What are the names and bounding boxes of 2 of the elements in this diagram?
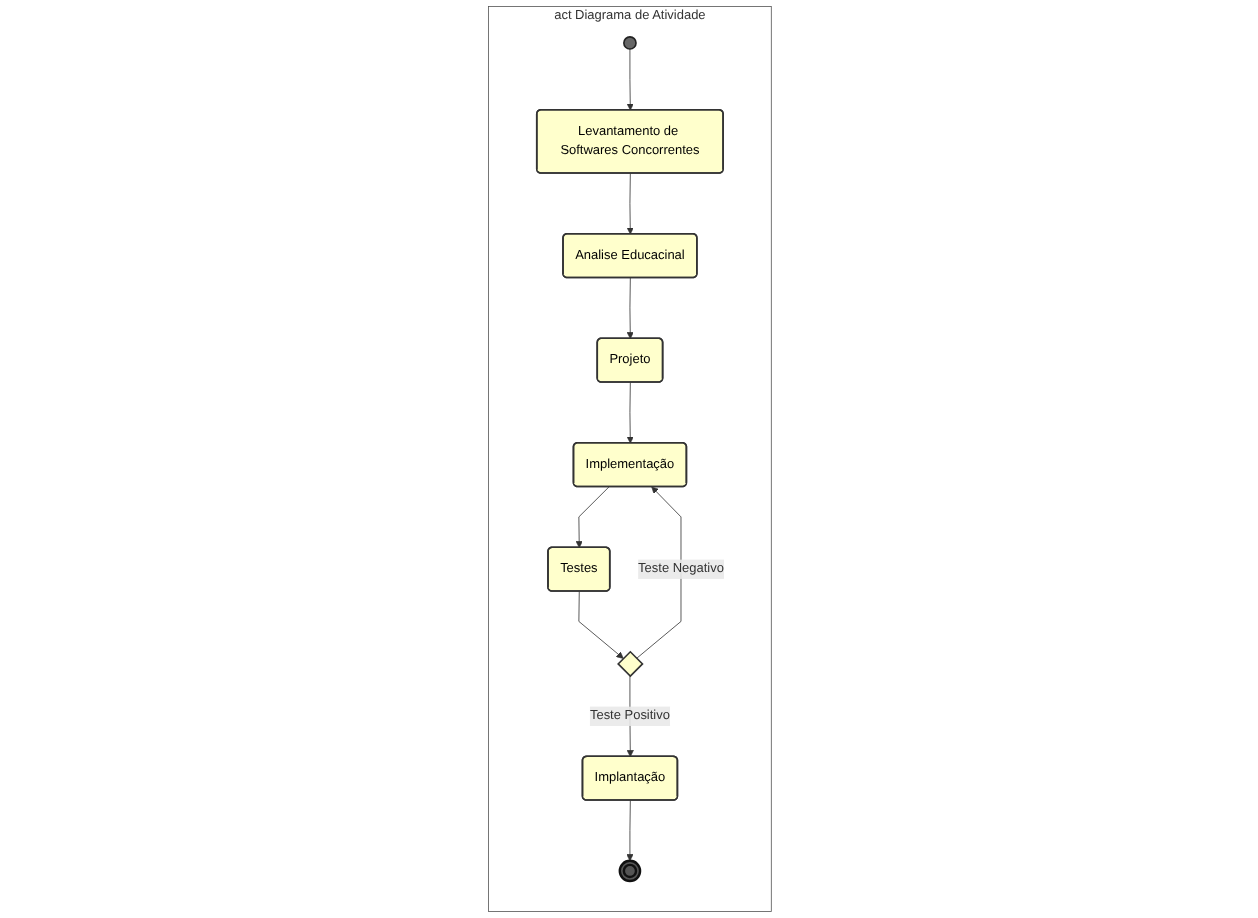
node-circle (622, 36, 636, 50)
node-diamond (616, 650, 643, 678)
